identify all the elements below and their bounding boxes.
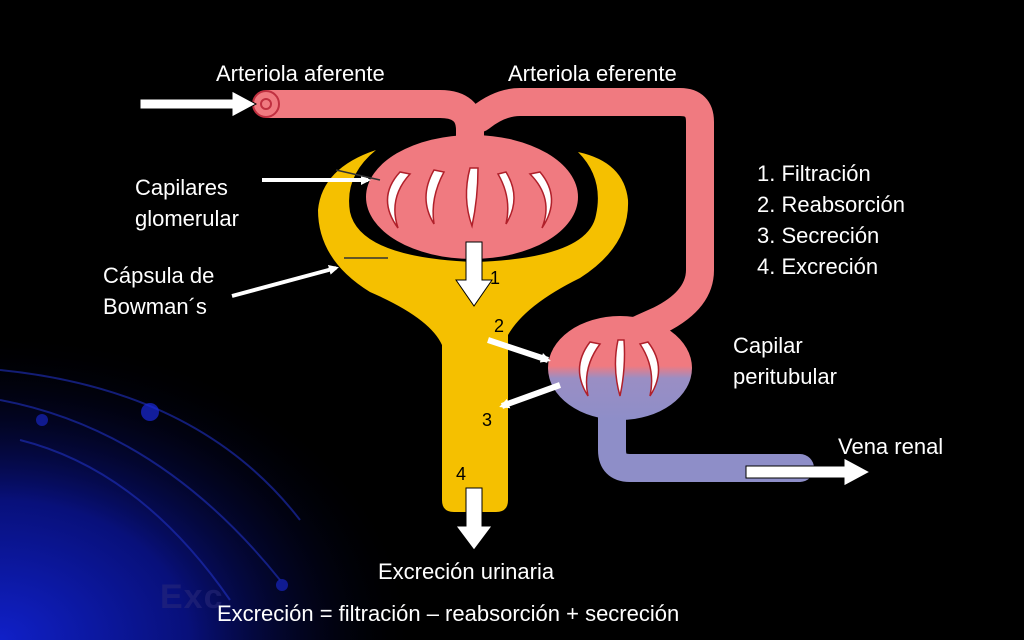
peritubular-capillary-label-line2: peritubular [733,364,837,389]
glomerular-capillaries-label-line1: Capilares [135,175,228,200]
renal-vein-tube [598,396,814,482]
secretion-arrow [499,382,562,409]
marker-1: 1 [490,268,501,288]
peritubular-capillary-label-line1: Capilar [733,333,803,358]
bowman-capsule-label-line2: Bowman´s [103,294,207,319]
excretion-arrow [455,487,493,551]
reabsorption-arrow [487,337,551,363]
renal-vein-outflow-arrow [745,457,872,487]
corner-decoration [0,369,301,601]
step-item: 4. Excreción [757,254,879,279]
efferent-arteriole-label: Arteriola eferente [508,61,677,86]
urinary-excretion-label: Excreción urinaria [378,559,555,584]
step-item: 3. Secreción [757,223,880,248]
bowman-pointer [231,264,339,298]
excretion-equation: Excreción = filtración – reabsorción + s… [217,601,680,626]
afferent-inflow-arrow [139,90,258,118]
afferent-lumen [260,98,272,110]
step-item: 1. Filtración [757,161,871,186]
peritubular-capillary-loops [578,339,660,397]
efferent-arteriole [466,88,714,352]
marker-3: 3 [482,410,493,430]
marker-2: 2 [494,316,505,336]
bowman-capsule-label-line1: Cápsula de [103,263,215,288]
bowman-capsule-tubule [318,150,629,512]
corner-dot [141,403,159,421]
arrows [139,90,872,551]
step-item: 2. Reabsorción [757,192,905,217]
afferent-arteriole-label: Arteriola aferente [216,61,385,86]
afferent-arteriole [266,90,484,150]
filtration-arrow [455,241,493,307]
glomerular-tick [335,169,381,181]
corner-dot [276,579,288,591]
renal-vein-label: Vena renal [838,434,944,459]
process-steps-list: 1. Filtración 2. Reabsorción 3. Secreció… [757,158,905,282]
glomerular-capillaries-label-line2: glomerular [135,206,239,231]
glomerulus-capillary-loops [386,167,553,229]
background-watermark-text: Exc [160,578,224,616]
marker-4: 4 [456,464,467,484]
corner-dot [36,414,48,426]
